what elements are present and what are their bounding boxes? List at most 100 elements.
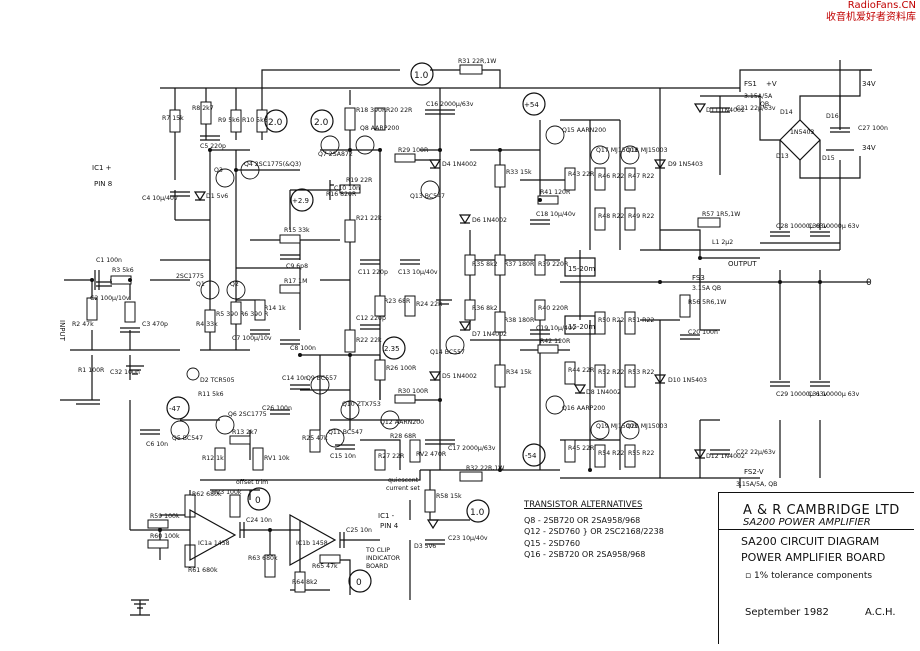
zero-label: 0 — [866, 278, 872, 288]
label-l1: L1 2µ2 — [712, 239, 733, 246]
label-c2: C2 100µ/10v — [90, 295, 130, 302]
label-r41: R41 120R — [540, 189, 571, 196]
label-r38: R38 180R — [504, 317, 535, 324]
drawing-author: A.C.H. — [865, 607, 896, 618]
diagram-title-line-1: SA200 CIRCUIT DIAGRAM — [741, 535, 880, 548]
label-c5: C5 220p — [200, 143, 226, 150]
label-r59: R59 100k — [150, 513, 180, 520]
v34a-label: 34V — [862, 80, 876, 88]
label-r45: R45 22R — [568, 445, 595, 452]
label-c14: C14 10n — [282, 375, 308, 382]
label-c10: C10 10n — [334, 185, 360, 192]
label-c22: C22 22µ/63v — [736, 449, 776, 456]
label-r39: R39 220R — [538, 261, 569, 268]
test-point-54: +54 — [524, 101, 539, 109]
label-r1: R1 100R — [78, 367, 105, 374]
label-r23: R23 68R — [384, 298, 411, 305]
offset-trim-label: offset trim — [236, 479, 268, 486]
label-r18: R18 390R — [356, 107, 387, 114]
pin8-label: PIN 8 — [94, 180, 112, 188]
label-d11: D11 1N4002 — [706, 107, 745, 114]
fs3-label: FS3 — [692, 274, 705, 282]
label-c25: C25 10n — [346, 527, 372, 534]
label-r10: R10 5k6 — [242, 117, 268, 124]
fs3-rating-label: 3.15A QB — [692, 285, 721, 292]
company-name: A & R CAMBRIDGE LTD — [743, 503, 900, 518]
label-q12: Q12 AARN200 — [380, 419, 424, 426]
label-r51: R51 R22 — [628, 317, 654, 324]
label-c24: C24 10n — [246, 517, 272, 524]
ic1-minus-label: IC1 - — [378, 512, 395, 520]
diagram-title-line-2: POWER AMPLIFIER BOARD — [741, 551, 886, 564]
label-d9: D9 1N5403 — [668, 161, 703, 168]
title-divider — [719, 529, 914, 530]
label-r27: R27 22R — [378, 453, 405, 460]
label-q20: Q20 MJ15003 — [626, 423, 668, 430]
transistor-alternatives: TRANSISTOR ALTERNATIVES Q8 - 2SB720 OR 2… — [524, 500, 664, 561]
transistor-alternative-item: Q8 - 2SB720 OR 2SA958/968 — [524, 515, 641, 525]
transistor-symbols — [170, 125, 640, 448]
label-r5: R5 390 R — [216, 311, 245, 318]
label-c7: C7 100µ/10v — [232, 335, 272, 342]
label-r34: R34 15k — [506, 369, 532, 376]
label-r30: R30 100R — [398, 388, 429, 395]
label-d4: D4 1N4002 — [442, 161, 477, 168]
title-block: A & R CAMBRIDGE LTD SA200 POWER AMPLIFIE… — [718, 492, 914, 644]
label-r47: R47 R22 — [628, 173, 654, 180]
test-point-minus54: -54 — [525, 452, 537, 460]
label-r16: R16 820R — [326, 191, 357, 198]
diode-symbols — [186, 103, 707, 530]
test-point-minus47: -47 — [169, 405, 180, 413]
label-c30: C30 10000µ 63v — [808, 223, 860, 230]
label-r50: R50 R22 — [598, 317, 624, 324]
label-r35: R35 8k2 — [472, 261, 498, 268]
label-q7: Q7 2SA872 — [318, 151, 353, 158]
label-r52: R52 R22 — [598, 369, 624, 376]
label-d6: D6 1N4002 — [472, 217, 507, 224]
label-q1: Q1 — [196, 281, 205, 288]
label-r58: R58 15k — [436, 493, 462, 500]
label-rv2: RV2 470R — [416, 451, 447, 458]
fs1-label: FS1 — [744, 80, 757, 88]
label-c18: C18 10µ/40v — [536, 211, 576, 218]
label-r48: R48 R22 — [598, 213, 624, 220]
label-d12: D12 1N4002 — [706, 453, 745, 460]
label-r22: R22 22k — [356, 337, 382, 344]
label-c28: C28 10000µ 63v — [776, 223, 828, 230]
junction-dots — [90, 148, 822, 532]
label-d10: D10 1N5403 — [668, 377, 707, 384]
label-r11: R11 5k6 — [198, 391, 224, 398]
label-r33: R33 15k — [506, 169, 532, 176]
label-r65: R65 47k — [312, 563, 338, 570]
label-c15: C15 10n — [330, 453, 356, 460]
op-amp-symbols — [189, 508, 337, 567]
label-2sc1775: 2SC1775 — [176, 273, 204, 280]
label-c31: C31 10000µ 63v — [808, 391, 860, 398]
label-q8: Q8 AARP200 — [360, 125, 399, 132]
label-r49: R49 R22 — [628, 213, 654, 220]
test-point-2v35: 2.35 — [384, 345, 400, 353]
label-d3: D3 5v6 — [414, 543, 436, 550]
label-c26: C26 100n — [262, 405, 292, 412]
label-q6: Q6 2SC1775 — [228, 411, 267, 418]
label-r56: R56 5R6,1W — [688, 299, 726, 306]
label-r4: R4 33k — [196, 321, 218, 328]
label-q3: Q3 — [214, 167, 223, 174]
transistor-alternative-item: Q15 - 2SD760 — [524, 538, 581, 548]
label-r9: R9 5k6 — [218, 117, 240, 124]
test-point-2v0-b: 2.0 — [314, 118, 329, 128]
label-q10: Q10 ZTX753 — [342, 401, 381, 408]
label-r32: R32 22R,1W — [466, 465, 504, 472]
label-r40: R40 220R — [538, 305, 569, 312]
label-d7: D7 1N4002 — [472, 331, 507, 338]
label-d8: D8 1N4002 — [586, 389, 621, 396]
label-r55: R55 R22 — [628, 450, 654, 457]
to-clip-label-1: TO CLIP — [365, 547, 390, 554]
label-r7: R7 15k — [162, 115, 184, 122]
label-d5: D5 1N4002 — [442, 373, 477, 380]
label-c19: C19 10µ/40v — [536, 325, 576, 332]
label-q16: Q16 AARP200 — [562, 405, 605, 412]
label-r25: R25 47k — [302, 435, 328, 442]
